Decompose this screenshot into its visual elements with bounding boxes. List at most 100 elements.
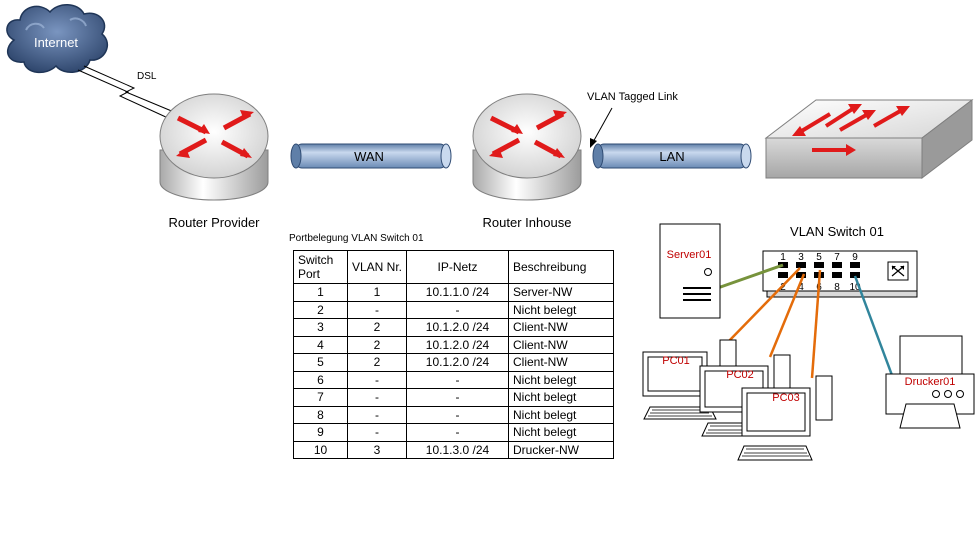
cell-port: 7 xyxy=(293,388,348,407)
switch-port-jack xyxy=(850,272,860,278)
switch-port-number: 8 xyxy=(834,282,840,293)
pc2-link xyxy=(768,273,806,358)
switch-port-number: 4 xyxy=(798,282,804,293)
router-inhouse-icon xyxy=(472,93,582,201)
switch-port-jack xyxy=(832,272,842,278)
cell-net: 10.1.2.0 /24 xyxy=(406,353,509,372)
cell-net: - xyxy=(406,388,509,407)
header-net: IP-Netz xyxy=(406,250,509,284)
header-port: Switch Port xyxy=(293,250,348,284)
table-header-row: Switch Port VLAN Nr. IP-Netz Beschreibun… xyxy=(293,250,614,284)
cell-desc: Server-NW xyxy=(508,283,614,302)
header-vlan: VLAN Nr. xyxy=(347,250,407,284)
pc1-label: PC01 xyxy=(662,355,690,367)
table-row: 8--Nicht belegt xyxy=(293,405,614,424)
cell-desc: Drucker-NW xyxy=(508,440,614,459)
router-provider-icon xyxy=(159,93,269,201)
vlan-tagged-link-arrow xyxy=(590,107,613,148)
table-row: 2--Nicht belegt xyxy=(293,300,614,319)
cell-desc: Nicht belegt xyxy=(508,300,614,319)
switch-port-number: 1 xyxy=(780,252,786,263)
cell-desc: Nicht belegt xyxy=(508,370,614,389)
vlan-switch-icon xyxy=(764,98,974,180)
printer-label: Drucker01 xyxy=(905,376,956,388)
switch-port-number: 3 xyxy=(798,252,804,263)
cell-net: 10.1.2.0 /24 xyxy=(406,318,509,337)
dsl-label: DSL xyxy=(137,71,157,82)
switch-port-number: 2 xyxy=(780,282,786,293)
cell-desc: Client-NW xyxy=(508,318,614,337)
cell-vlan: - xyxy=(347,423,407,442)
cell-desc: Client-NW xyxy=(508,335,614,354)
switch-port-jack xyxy=(832,262,842,268)
router-inhouse-label: Router Inhouse xyxy=(483,215,572,230)
cell-port: 3 xyxy=(293,318,348,337)
cell-net: 10.1.2.0 /24 xyxy=(406,335,509,354)
switch-port-jack xyxy=(778,272,788,278)
cell-net: - xyxy=(406,300,509,319)
cell-vlan: 3 xyxy=(347,440,407,459)
printer-link xyxy=(853,275,895,379)
switch-port-jack xyxy=(796,272,806,278)
cell-port: 8 xyxy=(293,405,348,424)
pc3-label: PC03 xyxy=(772,392,800,404)
cell-vlan: - xyxy=(347,405,407,424)
table-row: 6--Nicht belegt xyxy=(293,370,614,389)
cell-net: - xyxy=(406,423,509,442)
cell-vlan: 2 xyxy=(347,353,407,372)
cell-port: 6 xyxy=(293,370,348,389)
port-assignment-table: Switch Port VLAN Nr. IP-Netz Beschreibun… xyxy=(293,250,614,459)
cell-vlan: 2 xyxy=(347,318,407,337)
cell-net: 10.1.1.0 /24 xyxy=(406,283,509,302)
router-provider-label: Router Provider xyxy=(168,215,260,230)
wan-link xyxy=(290,143,452,169)
switch-port-jack xyxy=(850,262,860,268)
cell-port: 1 xyxy=(293,283,348,302)
cell-net: - xyxy=(406,405,509,424)
table-row: 7--Nicht belegt xyxy=(293,388,614,407)
lan-link xyxy=(592,143,752,169)
internet-label: Internet xyxy=(34,35,78,50)
lan-label: LAN xyxy=(659,149,684,164)
server-icon xyxy=(659,223,721,319)
cell-net: - xyxy=(406,370,509,389)
server-link xyxy=(711,263,784,292)
pc2-label: PC02 xyxy=(726,369,754,381)
switch-port-jack xyxy=(814,262,824,268)
pc3-icon xyxy=(737,375,833,461)
cell-vlan: 1 xyxy=(347,283,407,302)
switch-port-number: 10 xyxy=(849,282,861,293)
cell-vlan: - xyxy=(347,300,407,319)
cell-port: 4 xyxy=(293,335,348,354)
cell-vlan: 2 xyxy=(347,335,407,354)
pc3-link xyxy=(810,269,822,379)
table-row: 9--Nicht belegt xyxy=(293,423,614,442)
switch-faceplate xyxy=(762,250,918,298)
cell-net: 10.1.3.0 /24 xyxy=(406,440,509,459)
header-desc: Beschreibung xyxy=(508,250,614,284)
server-label: Server01 xyxy=(667,249,712,261)
internet-cloud-icon xyxy=(6,4,108,74)
cell-port: 2 xyxy=(293,300,348,319)
printer-icon xyxy=(885,335,975,429)
pc1-icon xyxy=(642,339,737,420)
wan-label: WAN xyxy=(354,149,384,164)
cell-port: 9 xyxy=(293,423,348,442)
switch-port-number: 9 xyxy=(852,252,858,263)
cell-desc: Nicht belegt xyxy=(508,388,614,407)
switch-port-jack xyxy=(796,262,806,268)
dsl-link xyxy=(77,65,175,119)
cell-vlan: - xyxy=(347,388,407,407)
vlan-switch-label: VLAN Switch 01 xyxy=(790,224,884,239)
cell-port: 10 xyxy=(293,440,348,459)
cell-vlan: - xyxy=(347,370,407,389)
vlan-tagged-link-label: VLAN Tagged Link xyxy=(587,91,678,103)
table-caption: Portbelegung VLAN Switch 01 xyxy=(289,233,424,244)
cell-desc: Nicht belegt xyxy=(508,405,614,424)
